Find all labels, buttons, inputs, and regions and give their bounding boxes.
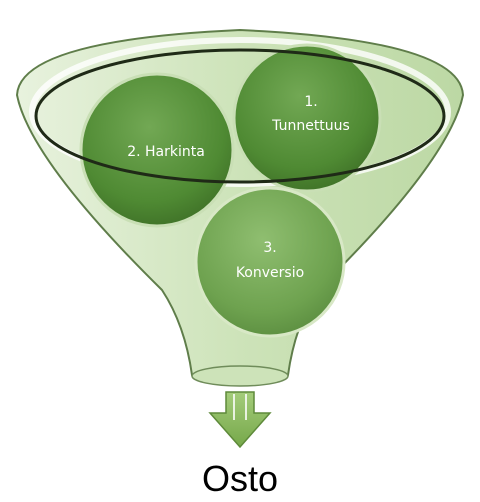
stage-ball-awareness [232,43,382,193]
stage-label-consideration: 2. Harkinta [127,144,205,160]
arrow-down-icon [208,391,272,449]
stage-ball-consideration [79,72,235,228]
stage-label-conversion-number: 3. [263,240,276,256]
stage-ball-conversion [194,186,346,338]
stage-label-awareness-number: 1. [304,94,317,110]
funnel-rim-outer [29,37,451,187]
result-label: Osto [202,458,278,499]
funnel-rim [34,48,446,184]
stage-label-awareness: Tunnettuus [271,118,350,134]
funnel-neck [191,365,289,387]
stage-label-conversion: Konversio [236,265,304,281]
